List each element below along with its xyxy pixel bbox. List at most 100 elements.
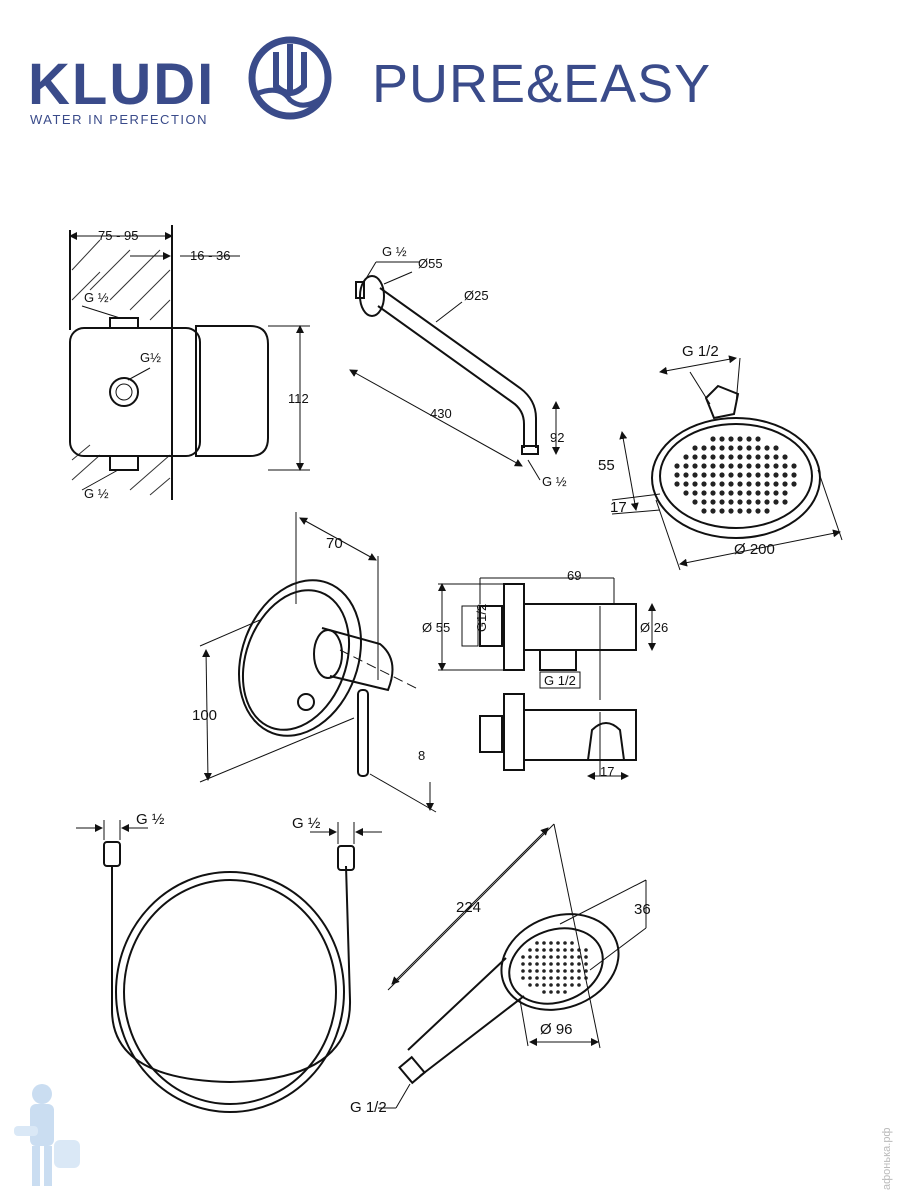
nozzle-hole: [683, 454, 689, 460]
nozzle-hole: [737, 463, 743, 469]
nozzle-hole: [764, 490, 770, 496]
nozzle-hole: [535, 941, 539, 945]
nozzle-hole: [710, 472, 716, 478]
nozzle-hole: [542, 976, 546, 980]
nozzle-hole: [556, 990, 560, 994]
nozzle-hole: [782, 481, 788, 487]
nozzle-hole: [521, 962, 525, 966]
nozzle-hole: [563, 941, 567, 945]
nozzle-hole: [746, 472, 752, 478]
nozzle-hole: [556, 948, 560, 952]
nozzle-hole: [728, 454, 734, 460]
nozzle-hole: [563, 955, 567, 959]
nozzle-hole: [764, 445, 770, 451]
nozzle-hole: [710, 454, 716, 460]
nozzle-hole: [719, 445, 725, 451]
mixer-box-drawing: 75 - 95 16 - 36 G ½ G½ G ½ 112: [69, 225, 310, 501]
nozzle-hole: [701, 472, 707, 478]
nozzle-hole: [528, 962, 532, 966]
nozzle-hole: [570, 962, 574, 966]
nozzle-hole: [556, 969, 560, 973]
nozzle-hole: [535, 955, 539, 959]
nozzle-hole: [556, 983, 560, 987]
nozzle-hole: [563, 948, 567, 952]
nozzle-hole: [764, 472, 770, 478]
nozzle-hole: [737, 481, 743, 487]
dim-hose-right: G ½: [292, 815, 321, 832]
nozzle-hole: [570, 976, 574, 980]
nozzle-hole: [542, 969, 546, 973]
kludi-logo-icon: [248, 36, 332, 120]
nozzle-hole: [719, 472, 725, 478]
nozzle-hole: [563, 976, 567, 980]
nozzle-hole: [563, 990, 567, 994]
nozzle-hole: [542, 990, 546, 994]
nozzle-hole: [773, 463, 779, 469]
dim-height: 112: [288, 391, 309, 406]
nozzle-hole: [728, 436, 734, 442]
nozzle-hole: [701, 499, 707, 505]
nozzle-hole: [755, 454, 761, 460]
nozzle-hole: [528, 948, 532, 952]
nozzle-hole: [764, 508, 770, 514]
nozzle-hole: [719, 463, 725, 469]
nozzle-hole: [782, 490, 788, 496]
nozzle-hole: [773, 445, 779, 451]
nozzle-hole: [746, 481, 752, 487]
nozzle-hole: [746, 463, 752, 469]
nozzle-hole: [584, 948, 588, 952]
dim-arm-outlet: G ½: [542, 474, 567, 489]
nozzle-hole: [746, 490, 752, 496]
dim-inlet-top: G ½: [84, 290, 109, 305]
nozzle-hole: [728, 472, 734, 478]
nozzle-holes: [674, 436, 797, 514]
nozzle-hole: [719, 454, 725, 460]
nozzle-hole: [674, 481, 680, 487]
nozzle-hole: [577, 969, 581, 973]
nozzle-hole: [701, 445, 707, 451]
nozzle-hole: [710, 499, 716, 505]
nozzle-holes: [521, 941, 588, 994]
nozzle-hole: [528, 969, 532, 973]
nozzle-hole: [737, 508, 743, 514]
nozzle-hole: [701, 454, 707, 460]
nozzle-hole: [570, 983, 574, 987]
nozzle-hole: [535, 983, 539, 987]
nozzle-hole: [746, 454, 752, 460]
nozzle-hole: [710, 436, 716, 442]
nozzle-hole: [719, 490, 725, 496]
nozzle-hole: [584, 969, 588, 973]
nozzle-hole: [556, 955, 560, 959]
nozzle-hole: [674, 472, 680, 478]
dim-outlet-length: 69: [567, 568, 581, 583]
nozzle-hole: [549, 990, 553, 994]
nozzle-hole: [701, 481, 707, 487]
nozzle-hole: [549, 983, 553, 987]
nozzle-hole: [570, 955, 574, 959]
nozzle-hole: [755, 445, 761, 451]
dim-arm-flange: Ø55: [418, 256, 443, 271]
dim-overhead-diameter: Ø 200: [734, 541, 775, 558]
nozzle-hole: [535, 948, 539, 952]
nozzle-hole: [737, 436, 743, 442]
dim-hand-thread: G 1/2: [350, 1099, 387, 1116]
dim-outlet-holder: 17: [600, 764, 614, 779]
nozzle-hole: [692, 472, 698, 478]
nozzle-hole: [710, 508, 716, 514]
watermark: афонька.рф: [881, 1128, 893, 1191]
nozzle-hole: [535, 969, 539, 973]
nozzle-hole: [570, 941, 574, 945]
nozzle-hole: [701, 463, 707, 469]
nozzle-hole: [701, 508, 707, 514]
nozzle-hole: [577, 962, 581, 966]
nozzle-hole: [782, 472, 788, 478]
nozzle-hole: [542, 948, 546, 952]
dim-trim-depth: 70: [326, 535, 343, 552]
nozzle-hole: [549, 955, 553, 959]
nozzle-hole: [692, 499, 698, 505]
nozzle-hole: [782, 499, 788, 505]
nozzle-hole: [791, 481, 797, 487]
nozzle-hole: [535, 962, 539, 966]
dim-hose-left: G ½: [136, 811, 165, 828]
brand-tagline: WATER IN PERFECTION: [30, 112, 208, 127]
